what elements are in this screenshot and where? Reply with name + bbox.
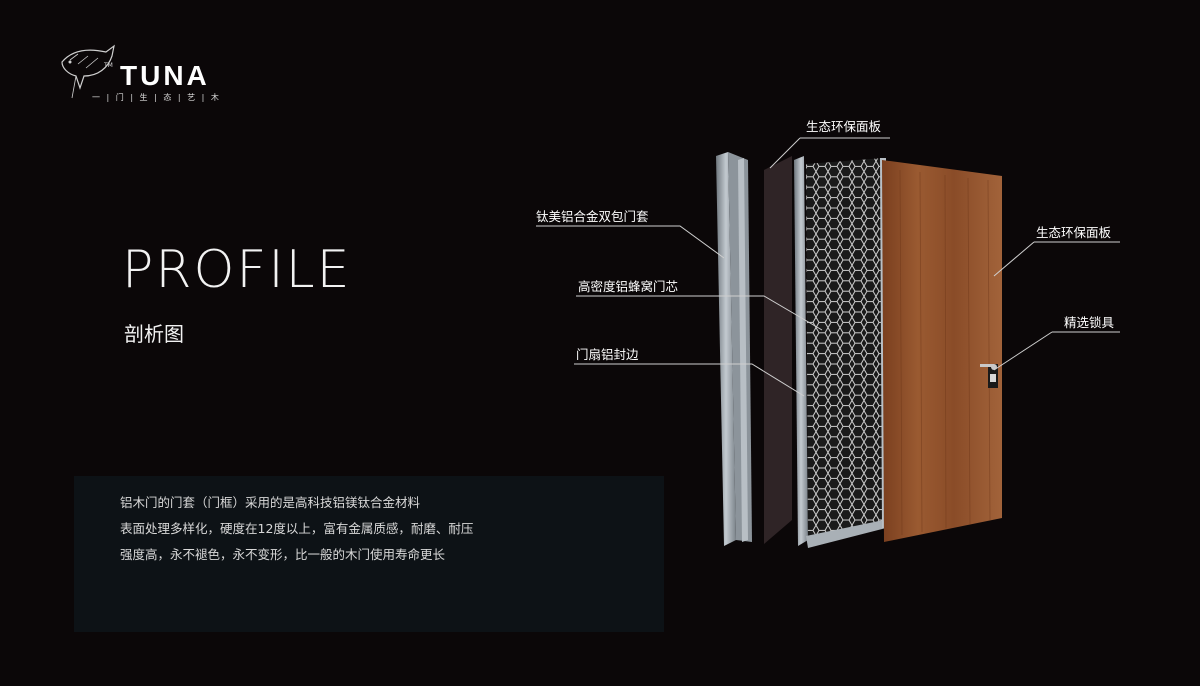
callout-right-panel: 生态环保面板 xyxy=(1036,225,1112,240)
callout-top-panel: 生态环保面板 xyxy=(806,119,882,134)
brand-name: TUNA xyxy=(120,60,210,91)
callout-frame: 钛美铝合金双包门套 xyxy=(536,209,649,224)
trademark-mark: TM xyxy=(104,62,113,69)
callout-lock: 精选锁具 xyxy=(1064,315,1115,330)
description-line-2: 表面处理多样化，硬度在12度以上，富有金属质感，耐磨、耐压 xyxy=(120,521,474,536)
callout-honeycomb: 高密度铝蜂窝门芯 xyxy=(578,279,679,294)
honeycomb-core-layer xyxy=(806,158,888,548)
tuna-fish-icon xyxy=(61,44,115,99)
page-subtitle: 剖析图 xyxy=(124,322,184,346)
eco-panel-layer xyxy=(764,156,792,544)
aluminum-edge-strip xyxy=(794,156,808,546)
logo: TM TUNA 一 | 门 | 生 | 态 | 艺 | 木 xyxy=(58,42,238,112)
description-panel: 铝木门的门套（门框）采用的是高科技铝镁钛合金材料 表面处理多样化，硬度在12度以… xyxy=(74,476,664,632)
page-title: PROFILE xyxy=(122,240,352,300)
brand-tagline: 一 | 门 | 生 | 态 | 艺 | 木 xyxy=(92,93,221,102)
aluminum-frame-profile xyxy=(716,152,752,546)
description-line-1: 铝木门的门套（门框）采用的是高科技铝镁钛合金材料 xyxy=(120,495,421,510)
callout-leader-lines xyxy=(536,137,1120,397)
description-line-3: 强度高，永不褪色，永不变形，比一般的木门使用寿命更长 xyxy=(120,547,446,562)
callout-edge: 门扇铝封边 xyxy=(576,347,639,362)
wood-door-panel xyxy=(882,160,1002,542)
